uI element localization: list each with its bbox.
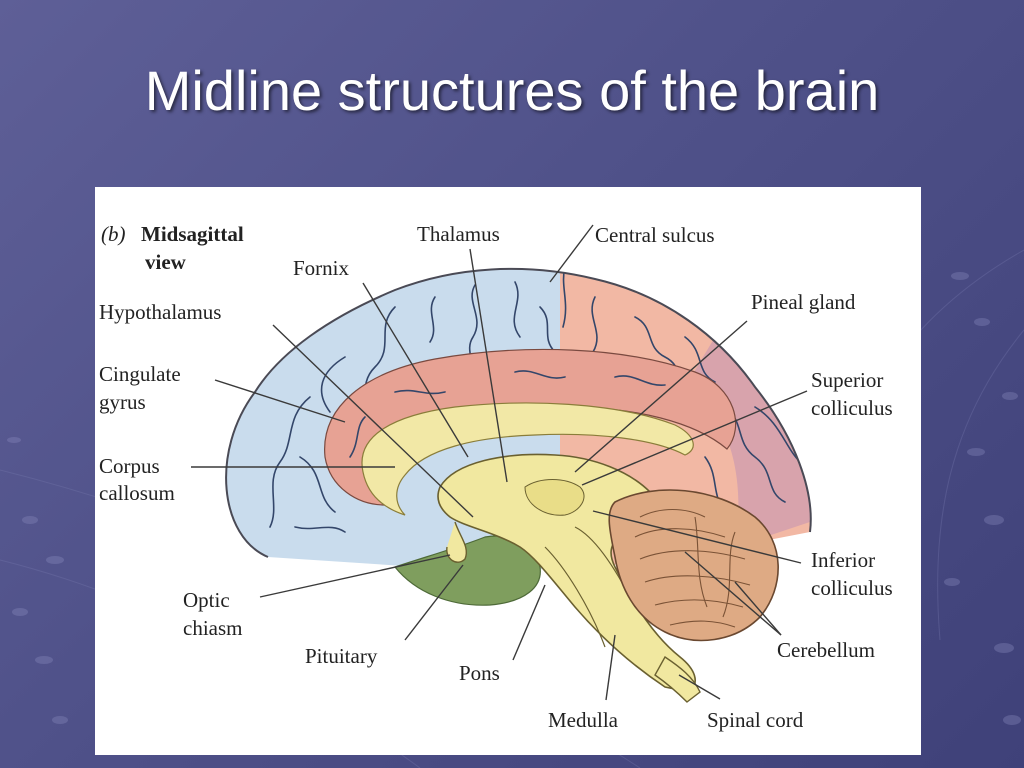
- label-fornix: Fornix: [293, 256, 350, 280]
- spinal-cord-region: [654, 655, 701, 703]
- label-hypothalamus: Hypothalamus: [99, 300, 221, 324]
- label-corpus-callosum-line-2: callosum: [99, 481, 175, 505]
- label-optic-chiasm-line-2: chiasm: [183, 616, 242, 640]
- leader-lines: [191, 224, 808, 701]
- label-thalamus: Thalamus: [417, 222, 500, 246]
- label-cingulate-gyrus-line-2: gyrus: [99, 390, 146, 414]
- cerebellum-region: [608, 489, 779, 642]
- label-superior-colliculus-line-1: Superior: [811, 368, 883, 392]
- label-pineal-gland: Pineal gland: [751, 290, 856, 314]
- label-corpus-callosum-line-1: Corpus: [99, 454, 160, 478]
- view-title-line-2: view: [145, 250, 187, 274]
- label-central-sulcus: Central sulcus: [595, 223, 715, 247]
- brain-figure-panel: (b) Midsagittal view Thalamus Central su…: [95, 187, 921, 755]
- corpus-callosum-region: [361, 402, 694, 516]
- label-optic-chiasm-line-1: Optic: [183, 588, 230, 612]
- label-spinal-cord: Spinal cord: [707, 708, 804, 732]
- label-inferior-colliculus-line-1: Inferior: [811, 548, 875, 572]
- view-title-line-1: Midsagittal: [141, 222, 244, 246]
- label-superior-colliculus-line-2: colliculus: [811, 396, 893, 420]
- label-pons: Pons: [459, 661, 500, 685]
- label-inferior-colliculus-line-2: colliculus: [811, 576, 893, 600]
- slide-title: Midline structures of the brain: [144, 59, 880, 122]
- panel-label: (b): [101, 222, 126, 246]
- label-cingulate-gyrus-line-1: Cingulate: [99, 362, 181, 386]
- label-cerebellum: Cerebellum: [777, 638, 875, 662]
- label-medulla: Medulla: [548, 708, 619, 732]
- brain-outline: [225, 267, 812, 558]
- label-pituitary: Pituitary: [305, 644, 378, 668]
- brain-diagram: (b) Midsagittal view Thalamus Central su…: [99, 222, 893, 732]
